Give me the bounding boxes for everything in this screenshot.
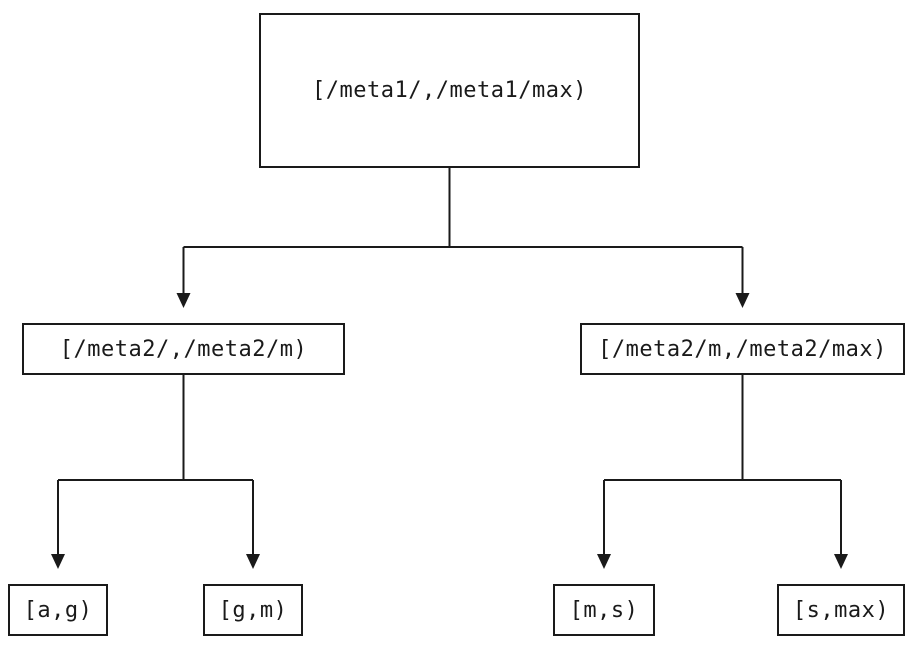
tree-node-leaf-gm: [g,m) [203,584,303,636]
tree-node-leaf-ms: [m,s) [553,584,655,636]
node-label-leaf-ag: [a,g) [23,597,93,623]
node-label-leaf-gm: [g,m) [218,597,288,623]
tree-node-leaf-ag: [a,g) [8,584,108,636]
arrowhead-icon-leaf-smax [834,554,848,569]
tree-node-mid-right: [/meta2/m,/meta2/max) [580,323,905,375]
node-label-leaf-smax: [s,max) [792,597,890,623]
tree-node-leaf-smax: [s,max) [777,584,905,636]
node-label-mid-right: [/meta2/m,/meta2/max) [598,336,887,362]
arrowhead-icon-mid-left [176,293,191,308]
node-label-mid-left: [/meta2/,/meta2/m) [59,336,308,362]
node-label-root: [/meta1/,/meta1/max) [312,78,587,103]
arrowhead-icon-leaf-gm [246,554,260,569]
node-label-leaf-ms: [m,s) [569,597,639,623]
tree-node-mid-left: [/meta2/,/meta2/m) [22,323,345,375]
tree-node-root: [/meta1/,/meta1/max) [259,13,640,168]
arrowhead-icon-leaf-ag [51,554,65,569]
arrowhead-icon-leaf-ms [597,554,611,569]
arrowhead-icon-mid-right [735,293,750,308]
